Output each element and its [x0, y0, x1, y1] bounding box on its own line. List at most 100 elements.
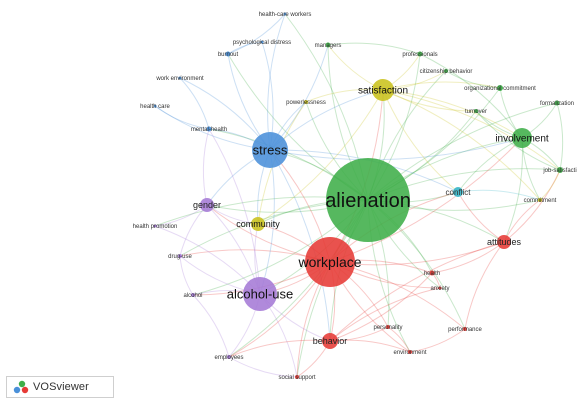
vosviewer-brand-label: VOSviewer — [33, 381, 89, 393]
network-link — [269, 89, 384, 151]
node-alienation[interactable] — [326, 158, 410, 242]
node-health-care-workers[interactable] — [283, 12, 287, 16]
node-label-community[interactable]: community — [236, 219, 280, 229]
node-label-drug-use[interactable]: drug-use — [168, 254, 192, 260]
node-anxiety[interactable] — [438, 286, 442, 290]
node-label-behavior[interactable]: behavior — [313, 336, 348, 346]
network-link — [179, 77, 210, 130]
node-personality[interactable] — [386, 325, 390, 329]
network-link — [154, 105, 210, 130]
node-label-job-satisfaction[interactable]: job-satisfacti — [542, 168, 576, 174]
node-label-alcohol[interactable]: alcohol — [183, 293, 202, 299]
network-link — [382, 89, 541, 201]
node-organizational-commitment[interactable] — [497, 85, 503, 91]
node-environment[interactable] — [408, 350, 412, 354]
node-performance[interactable] — [463, 327, 467, 331]
node-label-formalization[interactable]: formalization — [540, 101, 574, 107]
node-label-performance[interactable]: performance — [448, 327, 482, 333]
node-label-attitudes[interactable]: attitudes — [487, 237, 522, 247]
network-link — [269, 149, 331, 342]
node-label-stress[interactable]: stress — [253, 143, 288, 158]
node-powerlessness[interactable] — [304, 100, 308, 104]
node-label-work-environment[interactable]: work environment — [155, 76, 204, 82]
network-link — [556, 102, 564, 171]
node-stress[interactable] — [252, 132, 288, 168]
node-satisfaction[interactable] — [372, 79, 394, 101]
node-label-health-care[interactable]: health care — [140, 104, 170, 110]
node-mental-health[interactable] — [206, 126, 212, 132]
network-link — [431, 241, 505, 274]
node-social-support[interactable] — [295, 375, 299, 379]
network-link — [329, 339, 411, 353]
node-alcohol[interactable] — [191, 293, 195, 297]
network-link — [329, 241, 505, 342]
node-behavior[interactable] — [322, 333, 338, 349]
node-label-professionals[interactable]: professionals — [402, 52, 437, 58]
node-work-environment[interactable] — [178, 76, 182, 80]
node-involvement[interactable] — [512, 128, 532, 148]
node-label-employees[interactable]: employees — [214, 355, 243, 361]
node-label-mental-health[interactable]: mental-health — [191, 127, 227, 133]
network-link — [267, 13, 286, 151]
node-label-gender[interactable]: gender — [193, 200, 221, 210]
node-formalization[interactable] — [554, 100, 560, 106]
network-link — [419, 53, 523, 139]
node-job-satisfaction[interactable] — [557, 167, 563, 173]
network-link — [382, 89, 459, 193]
network-link — [382, 81, 501, 91]
network-link — [327, 42, 421, 55]
node-burnout[interactable] — [225, 51, 231, 57]
network-link — [227, 41, 263, 55]
node-health-promotion[interactable] — [153, 224, 157, 228]
node-label-anxiety[interactable]: anxiety — [430, 286, 449, 292]
network-link — [329, 272, 433, 342]
node-label-conflict[interactable]: conflict — [446, 188, 472, 197]
node-drug-use[interactable] — [178, 254, 182, 258]
node-label-burnout[interactable]: burnout — [218, 52, 239, 58]
node-label-alienation[interactable]: alienation — [325, 190, 411, 212]
node-alcohol-use[interactable] — [243, 277, 277, 311]
network-link — [192, 294, 230, 358]
node-health[interactable] — [429, 270, 435, 276]
network-link — [409, 328, 466, 353]
network-link — [457, 191, 505, 243]
node-label-citizenship-behavior[interactable]: citizenship behavior — [420, 69, 473, 75]
node-label-health-promotion[interactable]: health promotion — [133, 224, 178, 230]
node-psychological-distress[interactable] — [260, 40, 264, 44]
node-label-satisfaction[interactable]: satisfaction — [358, 86, 408, 97]
node-turnover[interactable] — [474, 109, 478, 113]
node-professionals[interactable] — [417, 51, 423, 57]
node-gender[interactable] — [200, 198, 214, 212]
network-link — [382, 89, 523, 139]
node-label-health-care-workers[interactable]: health-care workers — [259, 12, 312, 18]
node-label-involvement[interactable]: involvement — [495, 134, 549, 145]
node-conflict[interactable] — [453, 187, 463, 197]
network-link — [464, 241, 505, 330]
node-label-personality[interactable]: personality — [373, 325, 402, 331]
node-health-care[interactable] — [153, 104, 157, 108]
network-link — [329, 137, 523, 263]
node-commitment[interactable] — [538, 198, 542, 202]
node-label-organizational-commitment[interactable]: organizational commitment — [464, 86, 536, 92]
network-link — [503, 169, 561, 243]
node-label-health[interactable]: health — [424, 271, 440, 277]
node-managers[interactable] — [325, 42, 331, 48]
network-link — [208, 128, 261, 295]
node-workplace[interactable] — [305, 237, 355, 287]
node-label-commitment[interactable]: commitment — [524, 198, 557, 204]
node-community[interactable] — [251, 217, 265, 231]
network-link — [445, 70, 501, 89]
node-label-workplace[interactable]: workplace — [297, 254, 361, 270]
node-label-powerlessness[interactable]: powerlessness — [286, 100, 326, 106]
node-employees[interactable] — [227, 355, 231, 359]
node-attitudes[interactable] — [497, 235, 511, 249]
node-label-turnover[interactable]: turnover — [465, 109, 487, 115]
node-label-social-support[interactable]: social support — [278, 375, 315, 381]
node-citizenship-behavior[interactable] — [444, 69, 448, 73]
node-label-alcohol-use[interactable]: alcohol-use — [227, 287, 294, 302]
node-label-psychological-distress[interactable]: psychological distress — [233, 40, 291, 46]
network-link — [228, 339, 331, 358]
node-label-environment[interactable]: environment — [393, 350, 426, 356]
node-label-managers[interactable]: managers — [315, 43, 342, 49]
